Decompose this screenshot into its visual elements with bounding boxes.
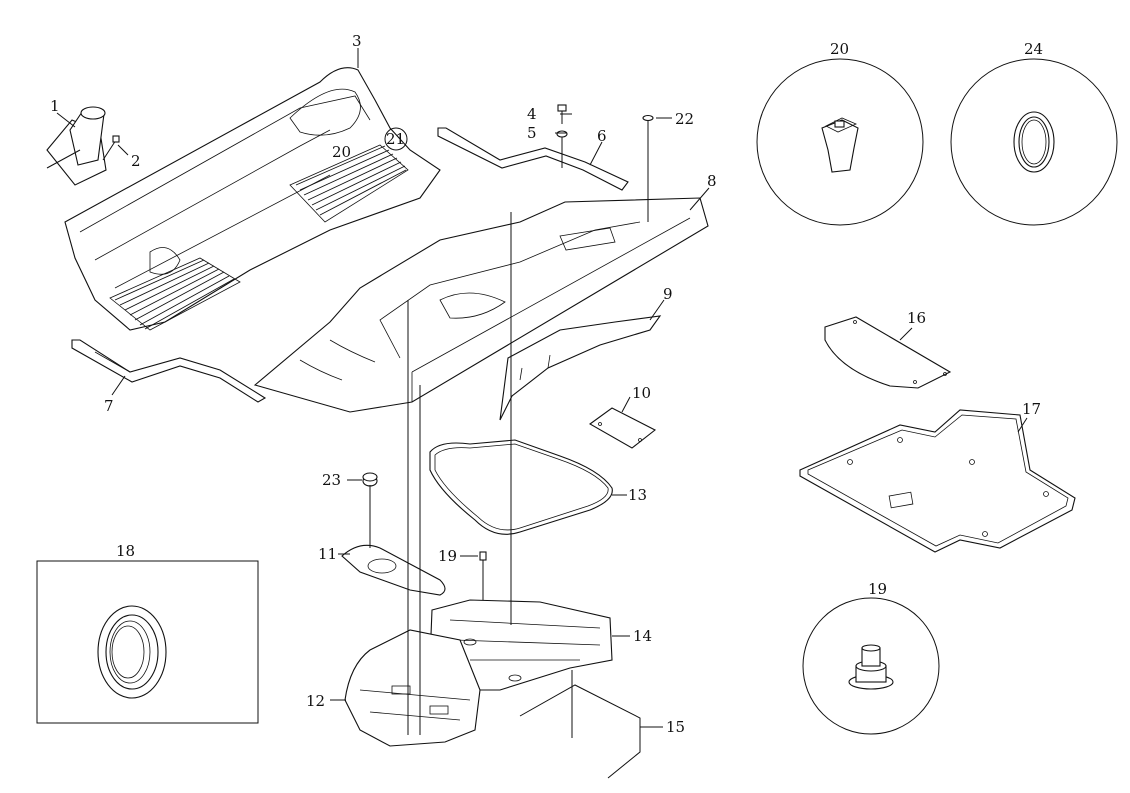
callout-22: 22 [675, 110, 694, 128]
callout-15: 15 [666, 718, 685, 736]
callout-14: 14 [633, 627, 652, 645]
callout-20-detail: 20 [830, 40, 849, 58]
detail-circle-19 [802, 597, 940, 735]
detail-circle-24 [950, 58, 1118, 226]
front-floor-pan [64, 67, 441, 331]
mat-17 [799, 409, 1076, 553]
callout-10: 10 [632, 384, 651, 402]
seal-13 [429, 439, 613, 535]
bolt-2 [102, 135, 129, 161]
callout-19-small: 19 [438, 547, 457, 565]
center-floor-pan [253, 197, 709, 413]
rod-15 [519, 684, 641, 779]
callout-4: 4 [527, 105, 537, 123]
callout-6: 6 [597, 127, 607, 145]
reference-lines [369, 114, 654, 738]
callout-19-detail: 19 [868, 580, 887, 598]
callout-16: 16 [907, 309, 926, 327]
callout-1: 1 [50, 97, 60, 115]
tray-12 [344, 629, 481, 747]
plate-10 [588, 407, 657, 449]
bolt-4 [557, 104, 567, 124]
panel-9 [499, 315, 662, 421]
callout-2: 2 [131, 152, 141, 170]
callout-24: 24 [1024, 40, 1043, 58]
callout-7: 7 [104, 397, 114, 415]
rear-mat-hatch [295, 145, 407, 216]
leader-lines [111, 48, 1028, 728]
sill-7 [71, 339, 267, 403]
rail-6 [437, 127, 629, 191]
front-mat-hatch [114, 259, 235, 330]
callout-21: 21 [386, 130, 405, 148]
callout-18: 18 [116, 542, 135, 560]
callout-20-floor: 20 [332, 143, 351, 161]
callout-labels: 1 2 3 4 5 6 7 8 9 10 11 12 13 14 15 16 1… [50, 32, 1043, 736]
panel-16 [824, 316, 952, 389]
callout-13: 13 [628, 486, 647, 504]
detail-box-18 [36, 560, 259, 724]
washer-5 [556, 130, 568, 138]
callout-23: 23 [322, 471, 341, 489]
callout-9: 9 [663, 285, 673, 303]
callout-17: 17 [1022, 400, 1041, 418]
panel-11 [341, 544, 446, 596]
callout-21-circle [384, 127, 408, 151]
plug-23 [362, 472, 378, 487]
detail-circle-20 [756, 58, 924, 226]
callout-11: 11 [318, 545, 337, 563]
shift-boot [46, 106, 107, 186]
callout-12: 12 [306, 692, 325, 710]
callout-8: 8 [707, 172, 717, 190]
callout-3: 3 [352, 32, 362, 50]
callout-5: 5 [527, 124, 537, 142]
